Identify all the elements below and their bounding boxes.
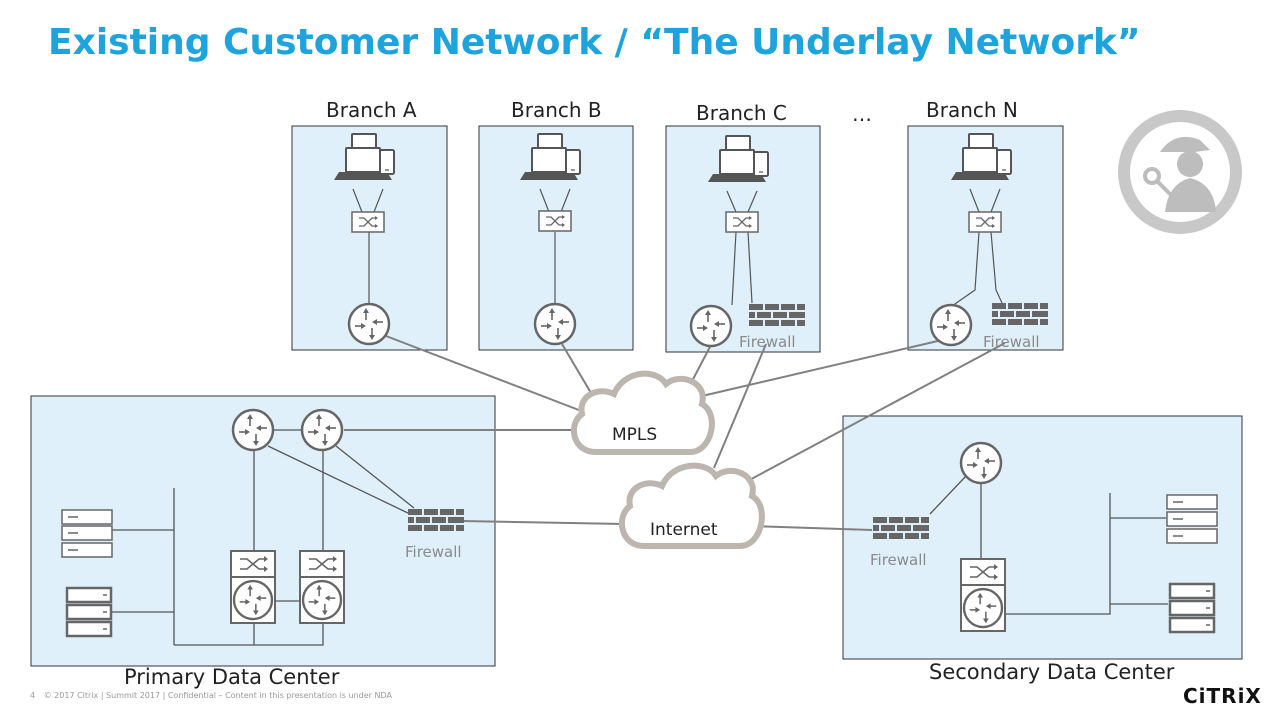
server-icon — [1166, 494, 1218, 544]
router-icon — [231, 408, 275, 452]
server-icon — [65, 586, 113, 638]
branch-n-label: Branch N — [926, 98, 1018, 122]
page-number: 4 — [30, 691, 36, 700]
detective-icon — [1118, 110, 1242, 234]
server-icon — [61, 509, 113, 558]
switch-icon — [725, 211, 759, 233]
footer-text: © 2017 Citrix | Summit 2017 | Confidenti… — [43, 691, 392, 700]
footer: 4 © 2017 Citrix | Summit 2017 | Confiden… — [30, 691, 392, 700]
core-switch-router-icon — [300, 551, 344, 623]
firewall-label-branch-n: Firewall — [983, 333, 1040, 351]
router-icon — [533, 302, 577, 346]
core-switch-router-icon — [231, 551, 275, 623]
mpls-label: MPLS — [612, 425, 658, 445]
switch-icon — [351, 211, 385, 233]
internet-label: Internet — [650, 520, 718, 540]
branch-a-label: Branch A — [326, 98, 417, 122]
router-icon — [347, 302, 391, 346]
branch-ellipsis: … — [852, 102, 872, 126]
router-icon — [300, 408, 344, 452]
secondary-dc-label: Secondary Data Center — [929, 660, 1175, 684]
server-icon — [1168, 582, 1216, 634]
firewall-label-secondary-dc: Firewall — [870, 551, 927, 569]
switch-icon — [968, 211, 1002, 233]
branch-c-label: Branch C — [696, 101, 787, 125]
switch-icon — [538, 210, 572, 232]
primary-dc-label: Primary Data Center — [124, 665, 340, 689]
slide-title: Existing Customer Network / “The Underla… — [48, 22, 1141, 63]
core-switch-router-icon — [961, 559, 1005, 631]
firewall-label-branch-c: Firewall — [739, 333, 796, 351]
internet-cloud — [619, 462, 765, 549]
mpls-cloud — [571, 370, 715, 455]
router-icon — [959, 441, 1003, 485]
branch-b-label: Branch B — [511, 98, 602, 122]
citrix-logo: CiTRiX — [1183, 684, 1262, 708]
firewall-label-primary-dc: Firewall — [405, 543, 462, 561]
router-icon — [689, 304, 733, 348]
router-icon — [929, 303, 973, 347]
